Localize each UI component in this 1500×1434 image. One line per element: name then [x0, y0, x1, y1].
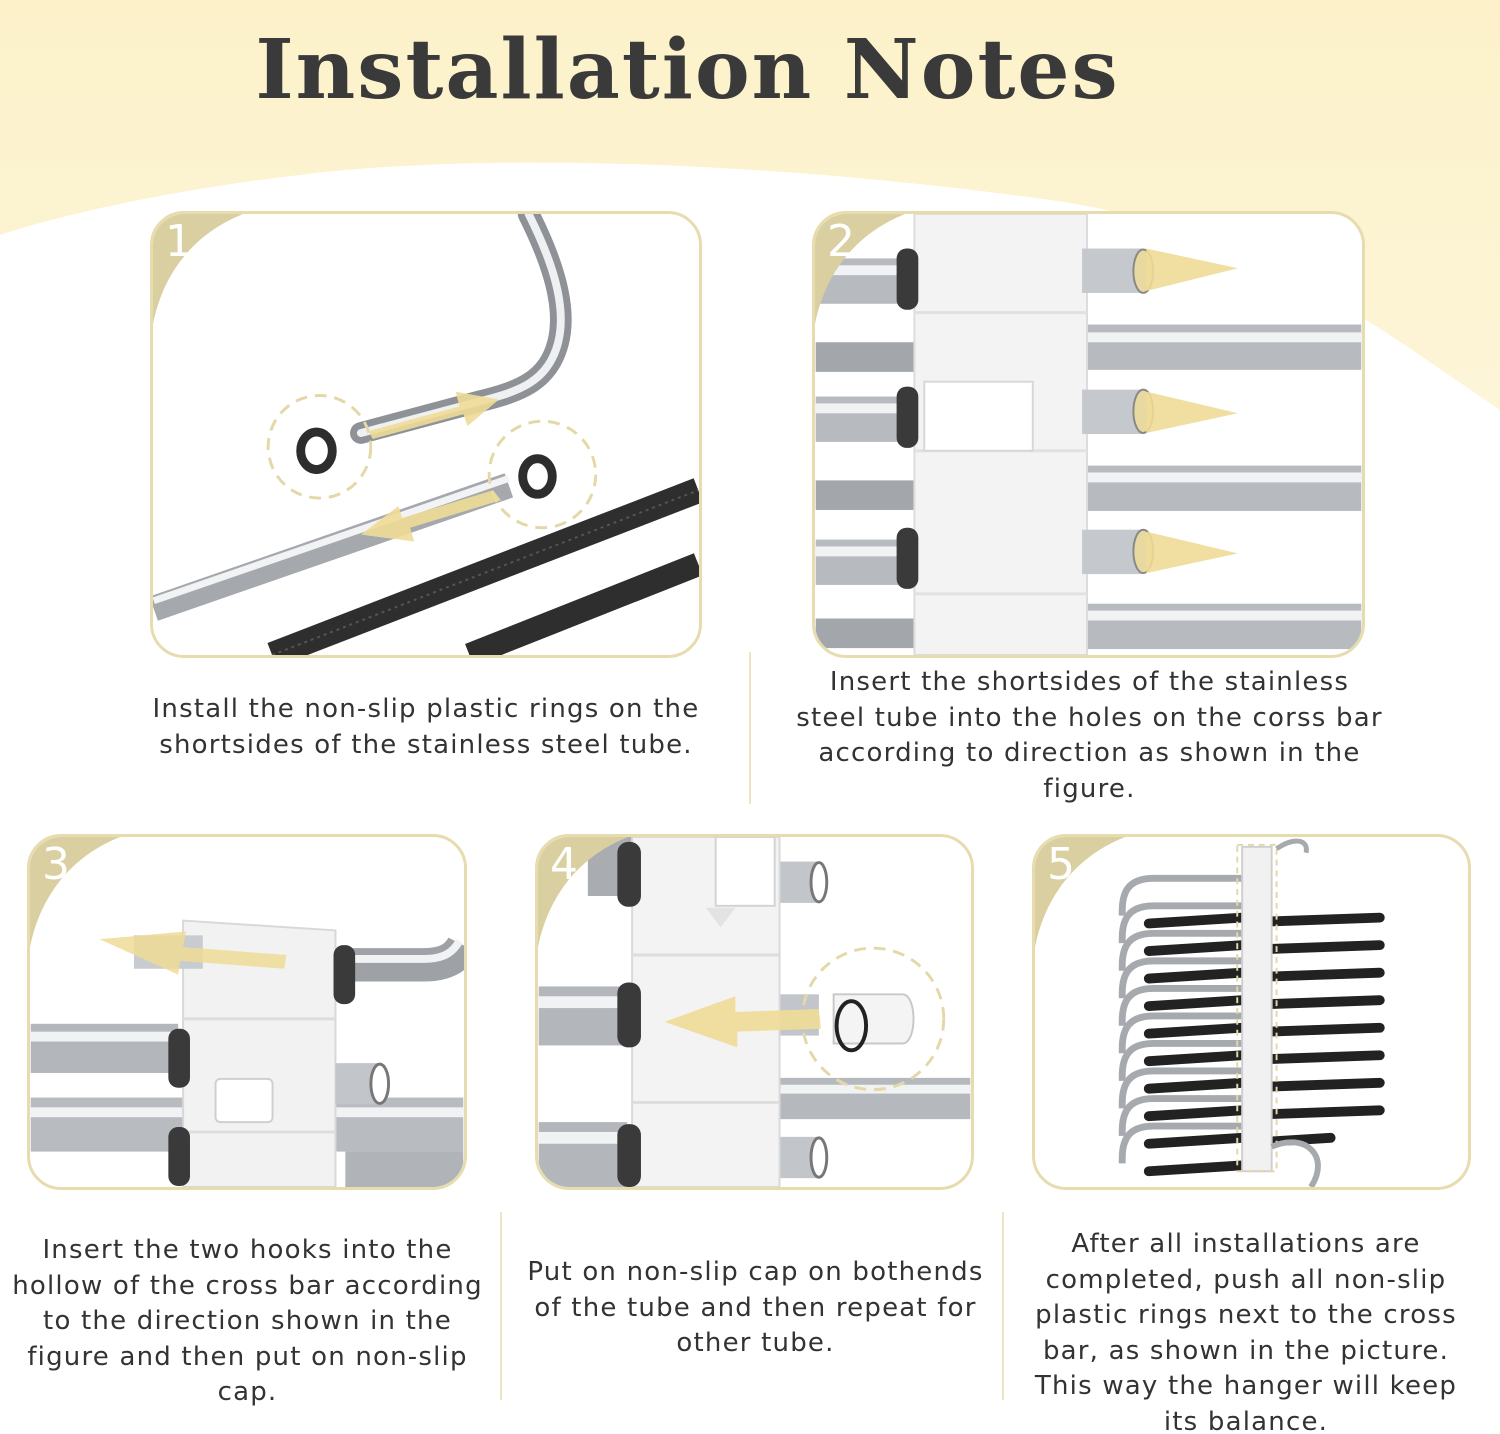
step-1-corner-tab: [153, 214, 243, 324]
step-3-illustration: [30, 919, 464, 1187]
step-1-illustration: [153, 214, 699, 655]
step-3-panel: 3: [27, 834, 467, 1190]
step-2-illustration: [815, 214, 1362, 655]
step-3-corner-tab: [30, 837, 120, 947]
step-4-caption: Put on non-slip cap on bothends of the t…: [527, 1257, 984, 1358]
step-3-caption: Insert the two hooks into the hollow of …: [12, 1235, 483, 1407]
step-2-corner-tab: [815, 214, 905, 324]
page-title: Installation Notes: [255, 22, 1120, 118]
step-2-caption: Insert the shortsides of the stainless s…: [796, 667, 1383, 804]
row-2-divider-right: [1002, 1212, 1004, 1400]
step-1-caption: Install the non-slip plastic rings on th…: [152, 694, 700, 760]
step-5-panel: 5: [1032, 834, 1471, 1190]
step-3-number: 3: [42, 839, 70, 890]
step-4-number: 4: [550, 839, 578, 890]
step-1-number: 1: [165, 216, 193, 267]
row-1-divider: [749, 652, 751, 804]
step-5-corner-tab: [1035, 837, 1125, 947]
step-5-illustration: [1118, 838, 1385, 1187]
step-2-number: 2: [827, 216, 855, 267]
step-5-number: 5: [1047, 839, 1075, 890]
step-5-caption: After all installations are completed, p…: [1034, 1229, 1458, 1434]
step-4-illustration: [538, 837, 971, 1187]
step-2-panel: 2: [812, 211, 1365, 658]
step-4-panel: 4: [535, 834, 974, 1190]
step-4-corner-tab: [538, 837, 628, 947]
step-1-panel: 1: [150, 211, 702, 658]
row-2-divider-left: [500, 1212, 502, 1400]
